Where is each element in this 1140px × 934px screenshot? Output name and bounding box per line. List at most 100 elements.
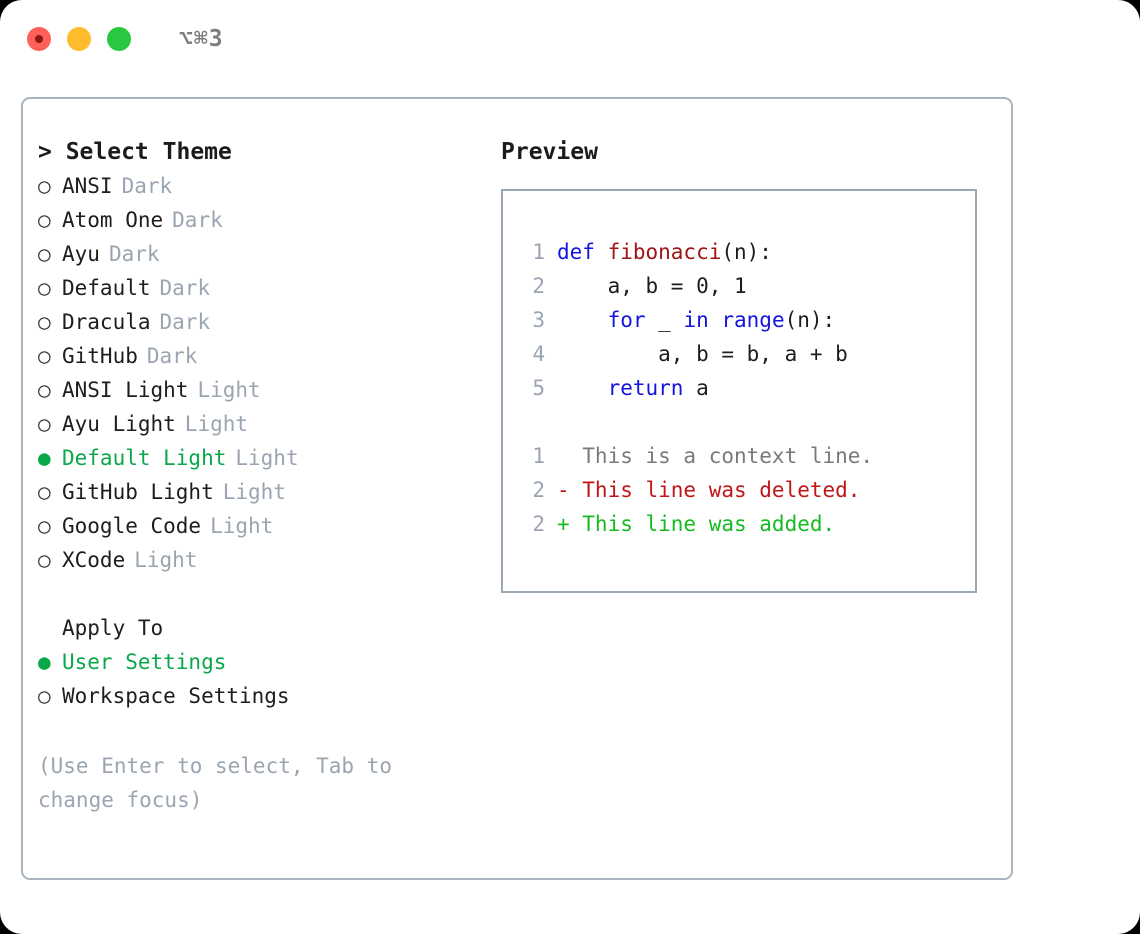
theme-option-ansi[interactable]: ○ ANSI Dark <box>38 169 488 203</box>
preview-spacer <box>517 405 975 439</box>
theme-option-ansi-light[interactable]: ○ ANSI Light Light <box>38 373 488 407</box>
radio-unselected-icon: ○ <box>38 514 51 538</box>
radio-unselected-icon: ○ <box>38 480 51 504</box>
theme-option-github-light[interactable]: ○ GitHub Light Light <box>38 475 488 509</box>
theme-option-kind: Dark <box>146 344 198 368</box>
code-token: a, b = b, a + b <box>557 342 848 366</box>
diff-line-context: 1 This is a context line. <box>517 439 975 473</box>
theme-option-label: XCode <box>62 548 126 572</box>
radio-unselected-icon: ○ <box>38 208 51 232</box>
window-shortcut-label: ⌥⌘3 <box>179 26 224 52</box>
code-token: for <box>607 308 646 332</box>
code-line: 3 for _ in range(n): <box>517 303 975 337</box>
code-line-number: 1 <box>532 240 545 264</box>
theme-option-label: ANSI Light <box>62 378 189 402</box>
code-line-text: for _ in range(n): <box>557 303 836 337</box>
window-titlebar: ⌥⌘3 <box>0 0 1140 78</box>
theme-option-label: Atom One <box>62 208 164 232</box>
code-line-text: a, b = b, a + b <box>557 337 848 371</box>
code-token: (n): <box>784 308 836 332</box>
apply-to-option-user-settings[interactable]: ● User Settings <box>38 645 488 679</box>
code-token: return <box>607 376 684 400</box>
apply-to-option-label: Workspace Settings <box>62 684 290 708</box>
theme-option-kind: Light <box>134 548 198 572</box>
code-line-number: 4 <box>532 342 545 366</box>
radio-unselected-icon: ○ <box>38 310 51 334</box>
theme-option-github[interactable]: ○ GitHub Dark <box>38 339 488 373</box>
preview-section: Preview 1 def fibonacci(n): 2 a, b = 0, 1 3… <box>501 135 1001 593</box>
theme-option-kind: Dark <box>108 242 160 266</box>
theme-option-label: GitHub <box>62 344 138 368</box>
theme-selector-header: > Select Theme <box>38 139 232 165</box>
radio-unselected-icon: ○ <box>38 378 51 402</box>
theme-option-label: Dracula <box>62 310 151 334</box>
keyboard-hint: (Use Enter to select, Tab to change focu… <box>38 754 393 812</box>
radio-unselected-icon: ○ <box>38 684 51 708</box>
theme-option-dracula[interactable]: ○ Dracula Dark <box>38 305 488 339</box>
theme-option-kind: Light <box>222 480 286 504</box>
radio-unselected-icon: ○ <box>38 276 51 300</box>
radio-unselected-icon: ○ <box>38 412 51 436</box>
maximize-button[interactable] <box>107 27 131 51</box>
theme-option-kind: Light <box>210 514 274 538</box>
radio-selected-icon: ● <box>38 650 51 674</box>
code-token: _ <box>645 308 684 332</box>
radio-unselected-icon: ○ <box>38 344 51 368</box>
code-line: 5 return a <box>517 371 975 405</box>
preview-header: Preview <box>501 139 598 165</box>
radio-selected-icon: ● <box>38 446 51 470</box>
theme-option-kind: Light <box>197 378 261 402</box>
code-line-text: def fibonacci(n): <box>557 235 772 269</box>
theme-option-label: Ayu Light <box>62 412 176 436</box>
code-line-number: 2 <box>532 274 545 298</box>
diff-sample: 1 This is a context line. 2 - This line wa… <box>517 439 975 541</box>
code-sample: 1 def fibonacci(n): 2 a, b = 0, 1 3 for _ i… <box>517 235 975 405</box>
diff-line-number: 2 <box>532 512 545 536</box>
theme-option-atom-one[interactable]: ○ Atom One Dark <box>38 203 488 237</box>
diff-line-number: 1 <box>532 444 545 468</box>
close-button[interactable] <box>27 27 51 51</box>
apply-to-section: Apply To ● User Settings ○ Workspace Settin… <box>38 611 488 713</box>
theme-option-xcode[interactable]: ○ XCode Light <box>38 543 488 577</box>
minimize-button[interactable] <box>67 27 91 51</box>
diff-line-text: - This line was deleted. <box>557 478 861 502</box>
code-line: 4 a, b = b, a + b <box>517 337 975 371</box>
apply-to-option-label: User Settings <box>62 650 227 674</box>
code-line-number: 3 <box>532 308 545 332</box>
radio-unselected-icon: ○ <box>38 548 51 572</box>
radio-unselected-icon: ○ <box>38 242 51 266</box>
theme-option-kind: Dark <box>159 310 211 334</box>
code-token: (n): <box>721 240 772 264</box>
theme-option-label: GitHub Light <box>62 480 214 504</box>
apply-to-option-workspace-settings[interactable]: ○ Workspace Settings <box>38 679 488 713</box>
diff-line-add: 2+ This line was added. <box>517 507 975 541</box>
theme-option-kind: Dark <box>172 208 223 232</box>
code-token: a, b = 0, 1 <box>557 274 747 298</box>
diff-line-del: 2 - This line was deleted. <box>517 473 975 507</box>
diff-line-number: 2 <box>532 478 545 502</box>
code-token <box>557 308 608 332</box>
theme-option-label: Google Code <box>62 514 202 538</box>
theme-option-google-code[interactable]: ○ Google Code Light <box>38 509 488 543</box>
code-token: in range <box>683 308 785 332</box>
theme-option-label: Default Light <box>62 446 227 470</box>
theme-option-label: Ayu <box>62 242 100 266</box>
theme-option-default[interactable]: ○ Default Dark <box>38 271 488 305</box>
theme-option-kind: Dark <box>121 174 173 198</box>
code-line-number: 5 <box>532 376 545 400</box>
code-token <box>557 376 608 400</box>
apply-to-list: ● User Settings ○ Workspace Settings <box>38 645 488 713</box>
code-token: def <box>557 240 608 264</box>
apply-to-header: Apply To <box>62 616 164 640</box>
theme-option-kind: Dark <box>159 276 211 300</box>
preview-box: 1 def fibonacci(n): 2 a, b = 0, 1 3 for _ i… <box>501 189 977 593</box>
radio-unselected-icon: ○ <box>38 174 51 198</box>
theme-option-label: ANSI <box>62 174 113 198</box>
theme-option-ayu[interactable]: ○ Ayu Dark <box>38 237 488 271</box>
theme-option-label: Default <box>62 276 151 300</box>
